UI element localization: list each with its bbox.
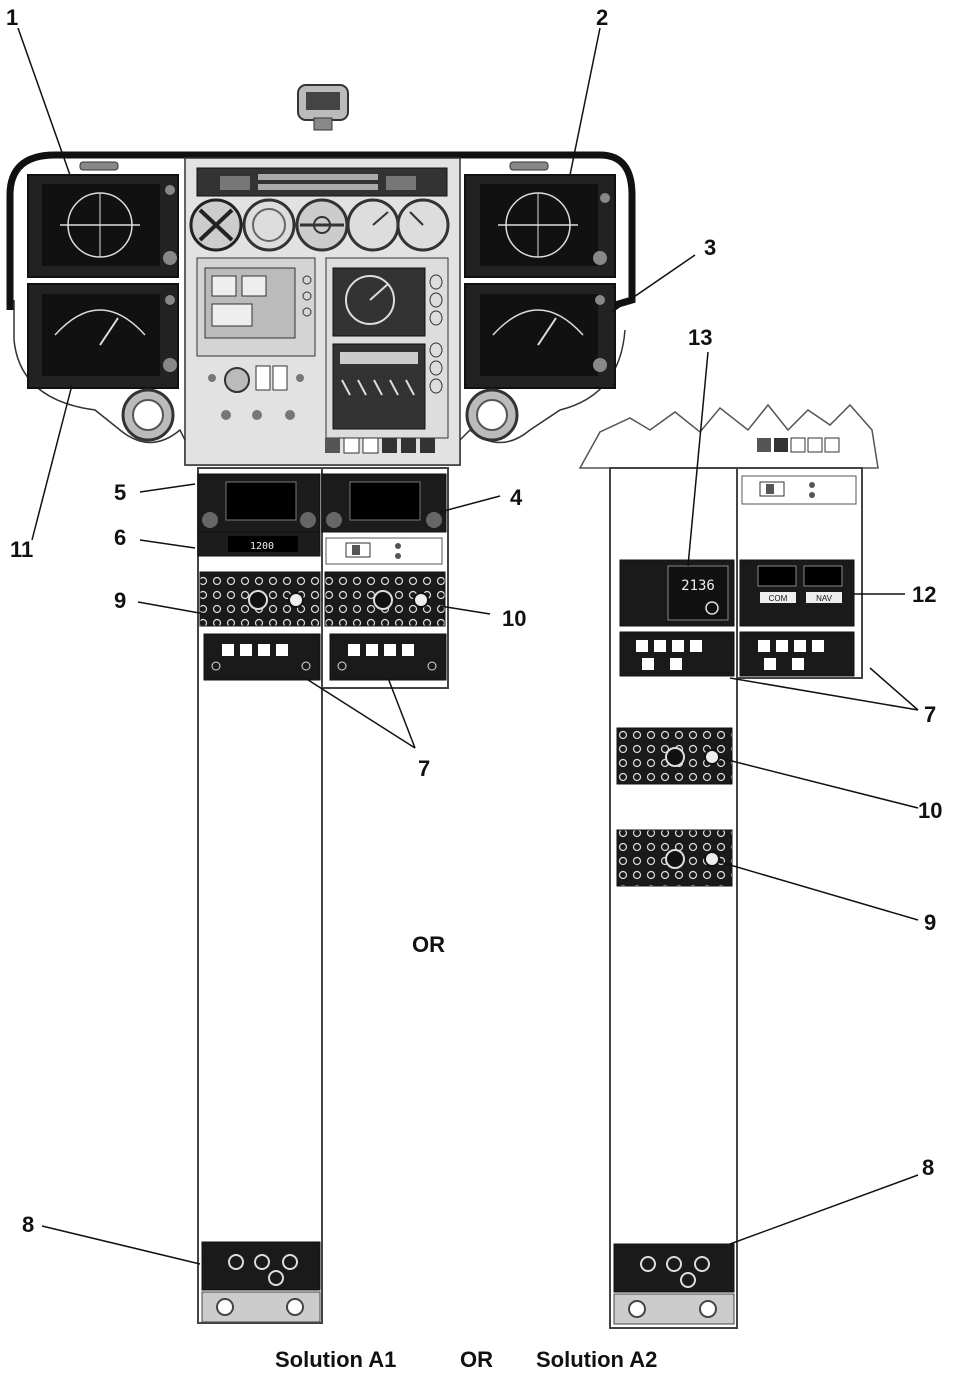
standby-compass	[297, 84, 349, 131]
middle-or-label: OR	[412, 932, 445, 957]
standby-gauges	[189, 198, 450, 252]
center-right-display	[325, 257, 449, 439]
callout-4: 4	[510, 485, 523, 510]
callout-7-a1: 7	[418, 756, 430, 781]
caption-solution-a1: Solution A1	[275, 1347, 396, 1372]
pilot-mfd-display	[27, 283, 179, 389]
callout-3: 3	[704, 235, 716, 260]
ics-panel-a2-right	[739, 631, 855, 677]
callout-9-a1: 9	[114, 588, 126, 613]
center-switch-row	[325, 437, 435, 454]
callout-8-a2: 8	[922, 1155, 934, 1180]
switch-box	[325, 537, 443, 565]
callout-5: 5	[114, 480, 126, 505]
pilot-pfd-display	[27, 161, 179, 278]
nav-display-unit: 2136	[619, 559, 735, 627]
caption-or: OR	[460, 1347, 493, 1372]
callout-1: 1	[6, 5, 18, 30]
ics-panel-right	[329, 633, 447, 681]
callout-7-a2: 7	[924, 702, 936, 727]
ics-panel-a2-left	[619, 631, 735, 677]
callout-12: 12	[912, 582, 936, 607]
callout-10-a2: 10	[918, 798, 942, 823]
switch-box-a2	[741, 475, 857, 505]
main-instrument-panel	[6, 84, 636, 466]
transponder-code: 1200	[250, 541, 274, 552]
callout-2: 2	[596, 5, 608, 30]
com-nav-radio-unit: COM NAV	[739, 559, 855, 627]
light-control-panel-a2	[613, 1243, 735, 1325]
caption: Solution A1 OR Solution A2	[275, 1347, 657, 1372]
callout-13: 13	[688, 325, 712, 350]
caption-solution-a2: Solution A2	[536, 1347, 657, 1372]
com-label: COM	[769, 594, 788, 603]
copilot-pfd-display	[464, 161, 616, 278]
light-control-panel-a1	[201, 1241, 321, 1323]
console-solution-a2: 2136 COM NAV	[578, 403, 879, 1329]
callout-9-a2: 9	[924, 910, 936, 935]
gps-unit-left	[197, 473, 321, 533]
annunciator-strip	[220, 174, 416, 190]
callout-8-a1: 8	[22, 1212, 34, 1237]
nav-label: NAV	[816, 594, 833, 603]
callout-10-a1: 10	[502, 606, 526, 631]
console-solution-a1: 1200	[197, 467, 449, 1324]
ics-panel-left	[203, 633, 321, 681]
copilot-mfd-display	[464, 283, 616, 389]
center-left-display	[196, 257, 316, 420]
gps-unit-right	[321, 473, 447, 533]
nav-display-value: 2136	[681, 578, 715, 594]
transponder-unit: 1200	[197, 531, 321, 557]
callout-6: 6	[114, 525, 126, 550]
leader-lines	[17, 27, 919, 1265]
callout-labels: 1 2 3 13 5 4 11 6 12 9 10 7 7 10 9 8 8	[6, 5, 942, 1237]
callout-11: 11	[10, 537, 33, 562]
